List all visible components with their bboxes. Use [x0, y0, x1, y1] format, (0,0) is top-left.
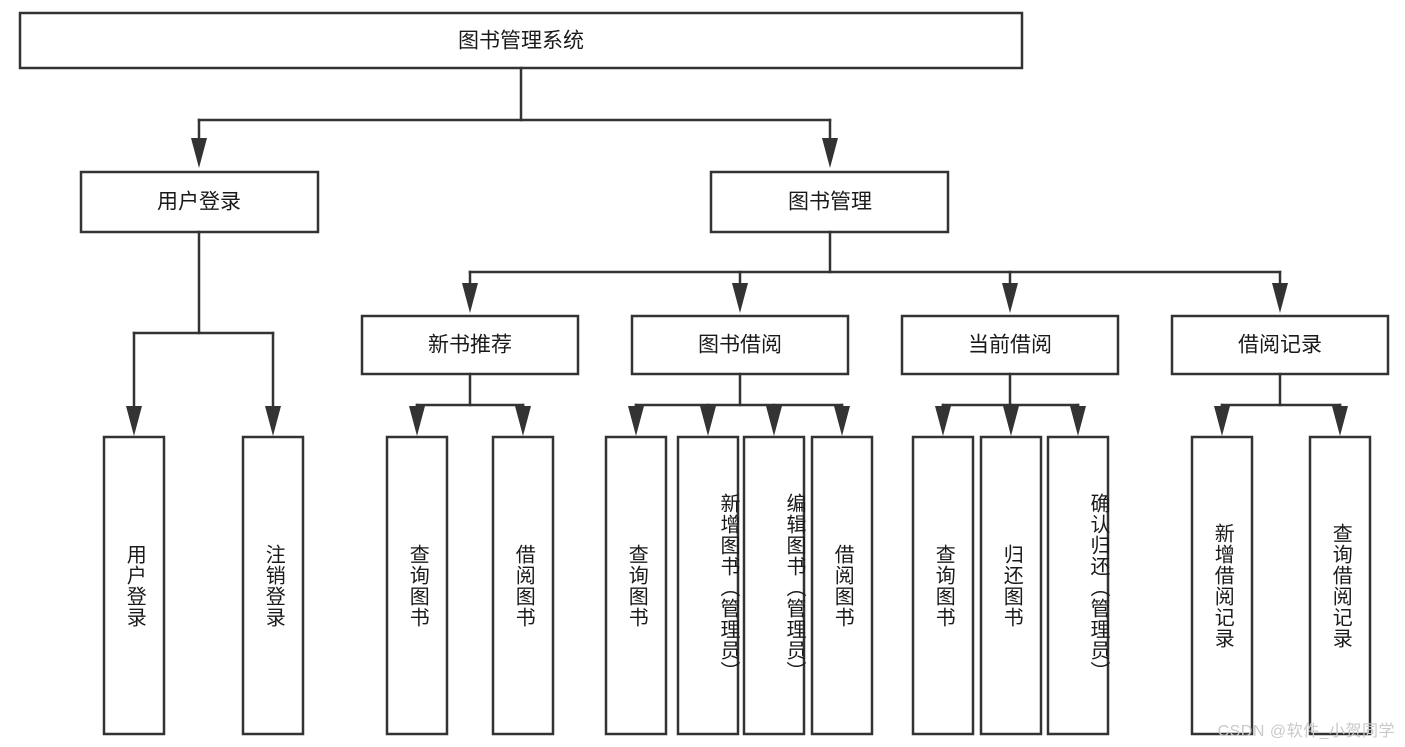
node-root-rect[interactable]	[18, 11, 1024, 70]
node-user-login-label: 用户登录	[157, 191, 241, 214]
arrow-to-leaf-add-book	[700, 406, 716, 436]
arrow-to-leaf-confirm-return	[1070, 406, 1086, 436]
node-new-book-recommendation[interactable]: 新书推荐	[360, 314, 580, 376]
arrow-to-leaf-borrow-book-1	[515, 406, 531, 436]
arrow-to-borrow-record	[1272, 283, 1288, 313]
arrow-to-leaf-logout	[265, 406, 281, 436]
arrow-to-leaf-query-book-3	[935, 406, 951, 436]
node-root-label: 图书管理系统	[458, 30, 584, 53]
node-user-login[interactable]: 用户登录	[79, 170, 320, 234]
leaf-query-book-3-rect[interactable]	[911, 435, 975, 736]
arrow-to-book-borrow	[732, 283, 748, 313]
leaf-logout-rect[interactable]	[241, 435, 305, 736]
leaf-edit-book-rect[interactable]	[742, 435, 806, 736]
leaf-boxes	[102, 435, 1372, 736]
node-book-management[interactable]: 图书管理	[709, 170, 950, 234]
leaf-return-book-rect[interactable]	[979, 435, 1043, 736]
leaf-confirm-return-rect[interactable]	[1046, 435, 1110, 736]
arrow-to-current-borrow	[1002, 283, 1018, 313]
node-current-borrow-label: 当前借阅	[968, 334, 1052, 357]
connector-user-login-to-leaves	[126, 230, 281, 436]
connector-book-mgmt-to-level2	[462, 230, 1288, 313]
connector-root-to-level1	[191, 66, 838, 168]
arrow-to-new-book-rec	[462, 283, 478, 313]
leaf-user-login-rect[interactable]	[102, 435, 166, 736]
node-book-borrow-label: 图书借阅	[698, 334, 782, 357]
leaf-borrow-book-1-rect[interactable]	[491, 435, 555, 736]
arrow-to-leaf-add-record	[1214, 406, 1230, 436]
arrow-to-user-login	[191, 138, 207, 168]
connector-borrow-record-to-leaves	[1214, 372, 1348, 436]
leaf-add-book-rect[interactable]	[676, 435, 740, 736]
node-borrow-record-label: 借阅记录	[1238, 334, 1322, 357]
arrow-to-leaf-query-book-1	[409, 406, 425, 436]
node-root[interactable]: 图书管理系统	[18, 11, 1024, 70]
leaf-query-book-1-rect[interactable]	[385, 435, 449, 736]
leaf-query-record-rect[interactable]	[1308, 435, 1372, 736]
node-current-borrow[interactable]: 当前借阅	[900, 314, 1120, 376]
node-borrow-record[interactable]: 借阅记录	[1170, 314, 1390, 376]
node-new-book-recommendation-rect[interactable]	[360, 314, 580, 376]
node-user-login-rect[interactable]	[79, 170, 320, 234]
node-book-management-label: 图书管理	[788, 191, 872, 214]
connector-new-book-to-leaves	[409, 372, 531, 436]
node-book-borrow[interactable]: 图书借阅	[630, 314, 850, 376]
node-new-book-recommendation-label: 新书推荐	[428, 334, 512, 357]
arrow-to-leaf-query-record	[1332, 406, 1348, 436]
arrow-to-leaf-borrow-book-2	[834, 406, 850, 436]
leaf-query-book-2-rect[interactable]	[604, 435, 668, 736]
leaf-add-record-rect[interactable]	[1190, 435, 1254, 736]
arrow-to-leaf-return-book	[1003, 406, 1019, 436]
connector-book-borrow-to-leaves	[628, 372, 850, 436]
arrow-to-leaf-edit-book	[766, 406, 782, 436]
arrow-to-book-mgmt	[822, 138, 838, 168]
leaf-borrow-book-2-rect[interactable]	[810, 435, 874, 736]
watermark-text: CSDN @软件_小贺同学	[1217, 723, 1395, 740]
arrow-to-leaf-query-book-2	[628, 406, 644, 436]
connector-current-borrow-to-leaves	[935, 372, 1086, 436]
node-current-borrow-rect[interactable]	[900, 314, 1120, 376]
arrow-to-leaf-user-login	[126, 406, 142, 436]
